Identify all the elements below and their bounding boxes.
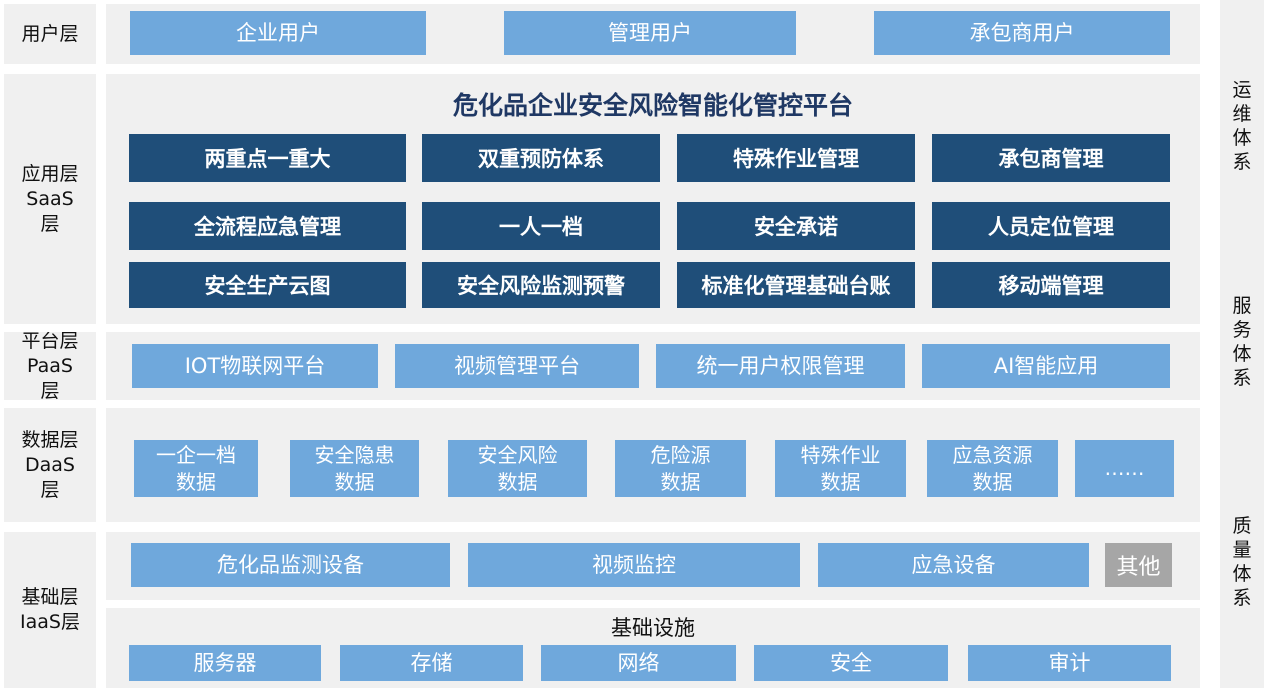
data-item: 一企一档 数据 <box>134 440 258 497</box>
data-item: 特殊作业 数据 <box>775 440 906 497</box>
paas-item: 视频管理平台 <box>395 344 639 388</box>
layer-label-platform: 平台层 PaaS 层 <box>4 332 96 400</box>
data-item-more: …… <box>1075 440 1174 497</box>
layer-label-user: 用户层 <box>4 4 96 64</box>
paas-item: 统一用户权限管理 <box>656 344 905 388</box>
data-item: 安全隐患 数据 <box>290 440 419 497</box>
app-module: 移动端管理 <box>932 262 1170 308</box>
layer-label-infra: 基础层 IaaS层 <box>4 532 96 688</box>
user-admin: 管理用户 <box>504 11 796 55</box>
app-module: 安全风险监测预警 <box>422 262 660 308</box>
infra-device: 危化品监测设备 <box>131 543 450 587</box>
paas-item: AI智能应用 <box>922 344 1170 388</box>
infra-base-item: 网络 <box>541 645 736 681</box>
app-module: 标准化管理基础台账 <box>677 262 915 308</box>
app-module: 安全承诺 <box>677 202 915 250</box>
infra-other: 其他 <box>1105 543 1172 587</box>
side-system-ops: 运维体系 <box>1232 79 1252 173</box>
app-module: 人员定位管理 <box>932 202 1170 250</box>
app-module: 安全生产云图 <box>129 262 406 308</box>
app-module: 承包商管理 <box>932 134 1170 182</box>
layer-label-data: 数据层 DaaS 层 <box>4 408 96 522</box>
infra-base-title: 基础设施 <box>611 616 695 640</box>
data-item: 安全风险 数据 <box>448 440 587 497</box>
platform-title: 危化品企业安全风险智能化管控平台 <box>452 91 853 120</box>
infra-base-item: 安全 <box>754 645 948 681</box>
user-contractor: 承包商用户 <box>874 11 1170 55</box>
app-module: 一人一档 <box>422 202 660 250</box>
app-module: 两重点一重大 <box>129 134 406 182</box>
infra-base-item: 存储 <box>340 645 523 681</box>
infra-device: 视频监控 <box>468 543 800 587</box>
side-systems-panel <box>1220 0 1264 688</box>
data-item: 危险源 数据 <box>615 440 746 497</box>
infra-base-item: 审计 <box>968 645 1171 681</box>
app-module: 全流程应急管理 <box>129 202 406 250</box>
layer-label-app: 应用层 SaaS 层 <box>4 74 96 324</box>
user-enterprise: 企业用户 <box>130 11 426 55</box>
data-item: 应急资源 数据 <box>927 440 1058 497</box>
app-module: 双重预防体系 <box>422 134 660 182</box>
app-module: 特殊作业管理 <box>677 134 915 182</box>
infra-base-item: 服务器 <box>129 645 321 681</box>
infra-device: 应急设备 <box>818 543 1089 587</box>
paas-item: IOT物联网平台 <box>132 344 378 388</box>
side-system-quality: 质量体系 <box>1232 515 1252 609</box>
side-system-service: 服务体系 <box>1232 295 1252 389</box>
